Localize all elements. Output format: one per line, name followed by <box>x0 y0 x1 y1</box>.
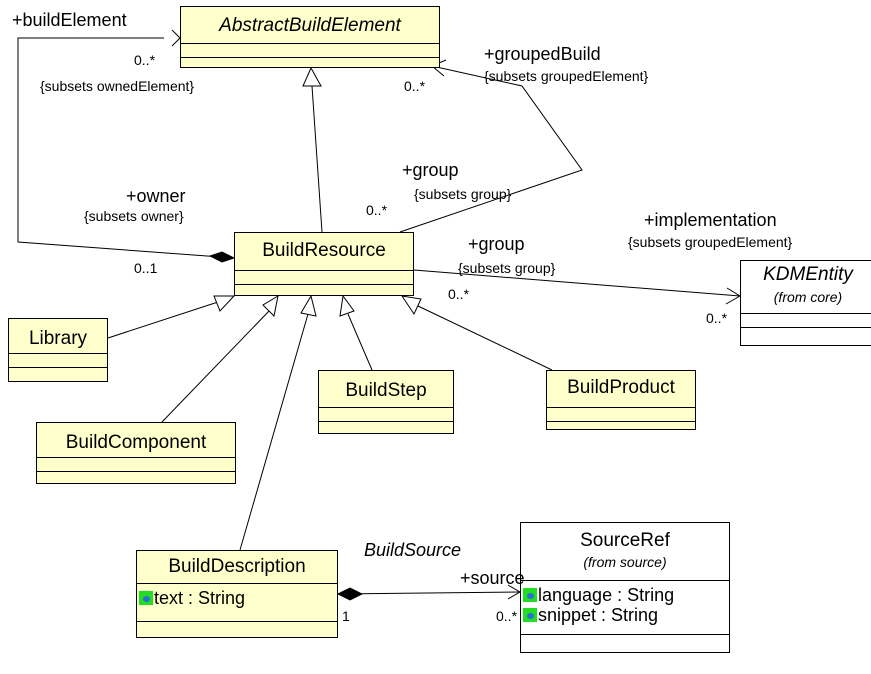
group-role-label: +group <box>402 160 459 180</box>
attribute-row[interactable]: text : String <box>137 588 337 608</box>
component-generalization-line <box>161 309 271 423</box>
grouped-build-association <box>399 65 583 233</box>
grouped-build-multiplicity: 0..* <box>404 78 426 94</box>
build-source-association <box>337 591 521 595</box>
subsets-group-label: {subsets group} <box>414 186 512 202</box>
class-name: SourceRef <box>580 530 670 551</box>
association-lines <box>17 29 741 601</box>
group-role-label: +group <box>468 234 525 254</box>
package-origin: (from core) <box>773 289 843 305</box>
operations-compartment <box>137 621 337 635</box>
subsets-grouped-element-label: {subsets groupedElement} <box>628 234 793 250</box>
library-generalization-line <box>107 301 219 339</box>
component-generalization-arrow <box>262 294 279 318</box>
class-name: AbstractBuildElement <box>219 15 401 36</box>
owner-composition-diamond <box>208 251 236 263</box>
build-description-class[interactable]: BuildDescription text : String <box>136 550 338 638</box>
product-generalization-line <box>417 305 553 371</box>
attributes-compartment: language : String snippet : String <box>521 580 729 634</box>
public-attribute-icon <box>523 588 537 602</box>
build-product-class[interactable]: BuildProduct <box>546 370 696 430</box>
operations-compartment <box>741 327 871 341</box>
build-component-class[interactable]: BuildComponent <box>36 422 236 484</box>
attribute-row[interactable]: snippet : String <box>521 605 729 625</box>
build-resource-class[interactable]: BuildResource <box>234 232 414 296</box>
operations-compartment <box>521 634 729 674</box>
resource-generalization-arrow <box>302 66 322 87</box>
description-generalization-line <box>239 313 309 551</box>
operations-compartment <box>181 57 439 69</box>
attributes-compartment <box>9 353 107 367</box>
source-ref-class[interactable]: SourceRef (from source) language : Strin… <box>520 522 730 653</box>
build-element-role-label: +buildElement <box>12 10 127 30</box>
class-name: BuildDescription <box>168 556 306 577</box>
class-name: BuildResource <box>262 240 386 261</box>
subsets-grouped-element-label: {subsets groupedElement} <box>484 68 649 84</box>
class-name: BuildComponent <box>65 432 207 453</box>
description-generalization-arrow <box>300 294 317 317</box>
step-generalization-line <box>347 313 373 371</box>
operations-compartment <box>547 421 695 432</box>
public-attribute-icon <box>139 591 153 605</box>
public-attribute-icon <box>523 608 537 622</box>
group-multiplicity: 0..* <box>366 202 388 218</box>
description-multiplicity: 1 <box>342 608 350 624</box>
class-name: Library <box>28 328 88 349</box>
subsets-owner-label: {subsets owner} <box>84 208 184 224</box>
class-name: BuildProduct <box>567 377 675 398</box>
owner-multiplicity: 0..1 <box>134 260 158 276</box>
subsets-owned-element-label: {subsets ownedElement} <box>40 78 195 94</box>
build-element-arrowhead <box>171 29 181 47</box>
build-source-association-name: BuildSource <box>364 540 462 560</box>
operations-compartment <box>319 421 453 433</box>
operations-compartment <box>37 471 235 483</box>
attributes-compartment <box>741 313 871 327</box>
implementation-role-label: +implementation <box>644 210 777 230</box>
attributes-compartment <box>181 43 439 57</box>
attribute-row[interactable]: language : String <box>521 585 729 605</box>
class-name: BuildStep <box>345 380 427 401</box>
attributes-compartment <box>547 407 695 421</box>
attributes-compartment: text : String <box>137 583 337 621</box>
source-multiplicity: 0..* <box>496 608 518 624</box>
subsets-group-label: {subsets group} <box>458 260 556 276</box>
product-generalization-arrow <box>400 295 422 316</box>
attribute-text: language : String <box>538 585 675 605</box>
owner-role-label: +owner <box>126 186 186 206</box>
source-role-label: +source <box>460 568 525 588</box>
package-origin: (from source) <box>583 554 667 570</box>
abstract-build-element-class[interactable]: AbstractBuildElement <box>180 6 440 68</box>
build-element-association <box>17 37 235 259</box>
library-generalization-arrow <box>213 295 236 312</box>
build-element-multiplicity: 0..* <box>134 52 156 68</box>
attributes-compartment <box>235 270 413 284</box>
build-step-class[interactable]: BuildStep <box>318 370 454 434</box>
kdm-entity-class[interactable]: KDMEntity (from core) <box>740 260 871 346</box>
attributes-compartment <box>319 407 453 421</box>
library-class[interactable]: Library <box>8 318 108 382</box>
group-multiplicity: 0..* <box>448 286 470 302</box>
operations-compartment <box>9 367 107 381</box>
class-name: KDMEntity <box>763 264 853 285</box>
build-source-composition-diamond <box>336 587 364 601</box>
attribute-text: snippet : String <box>538 605 659 625</box>
resource-generalization-line <box>311 85 323 233</box>
implementation-multiplicity: 0..* <box>706 310 728 326</box>
step-generalization-arrow <box>339 294 355 317</box>
attribute-text: text : String <box>154 588 246 608</box>
implementation-association <box>413 269 741 297</box>
operations-compartment <box>235 284 413 295</box>
attributes-compartment <box>37 457 235 471</box>
grouped-build-role-label: +groupedBuild <box>484 44 601 64</box>
